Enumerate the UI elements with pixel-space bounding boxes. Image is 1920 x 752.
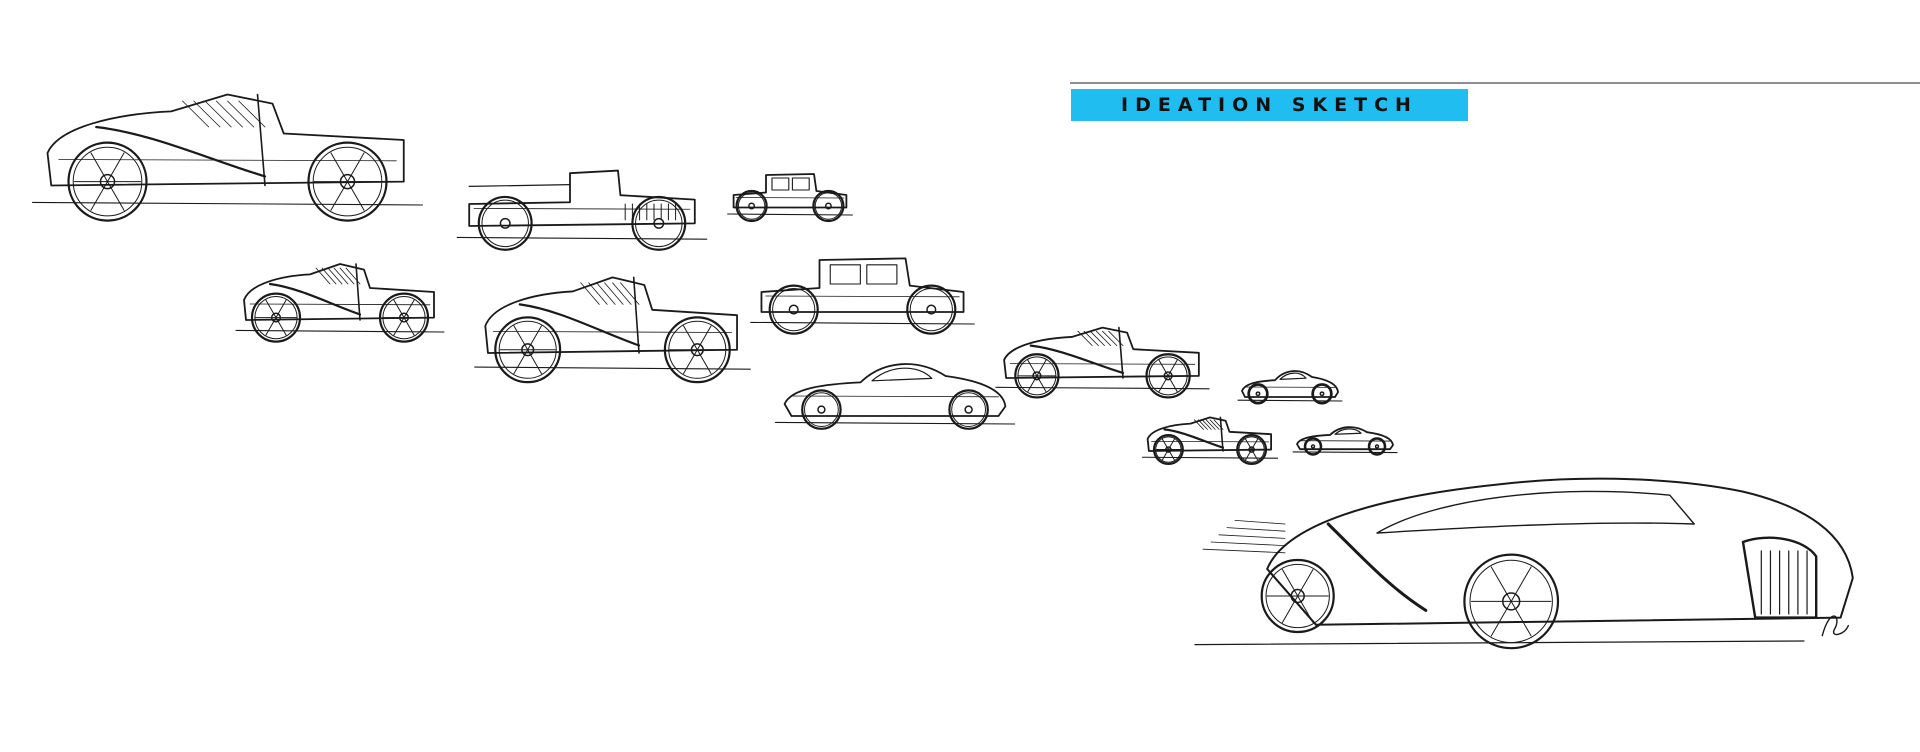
- sketch-vintage-roadster-mid: [235, 263, 445, 343]
- sketch-vintage-coupe-small: [727, 173, 853, 223]
- artist-signature: [1821, 615, 1849, 637]
- sketch-modern-hypercar: [1194, 477, 1854, 650]
- sketch-vintage-sedan: [750, 257, 975, 335]
- sketch-vintage-truck: [456, 169, 708, 251]
- sketch-small-sports-coupe: [1292, 426, 1398, 456]
- sketch-small-vintage-roadster: [1141, 416, 1279, 466]
- sketch-small-sports-roadster: [1237, 370, 1343, 405]
- title-bar: IDEATION SKETCH: [1071, 89, 1468, 121]
- sketch-streamline-coupe: [774, 363, 1016, 430]
- sketch-vintage-tourer-mid: [474, 276, 751, 384]
- sketch-vintage-tourer-large: [31, 93, 424, 222]
- page-title: IDEATION SKETCH: [1121, 94, 1418, 116]
- header-rule: [1070, 82, 1920, 84]
- sketch-vintage-roadster-long: [995, 326, 1210, 399]
